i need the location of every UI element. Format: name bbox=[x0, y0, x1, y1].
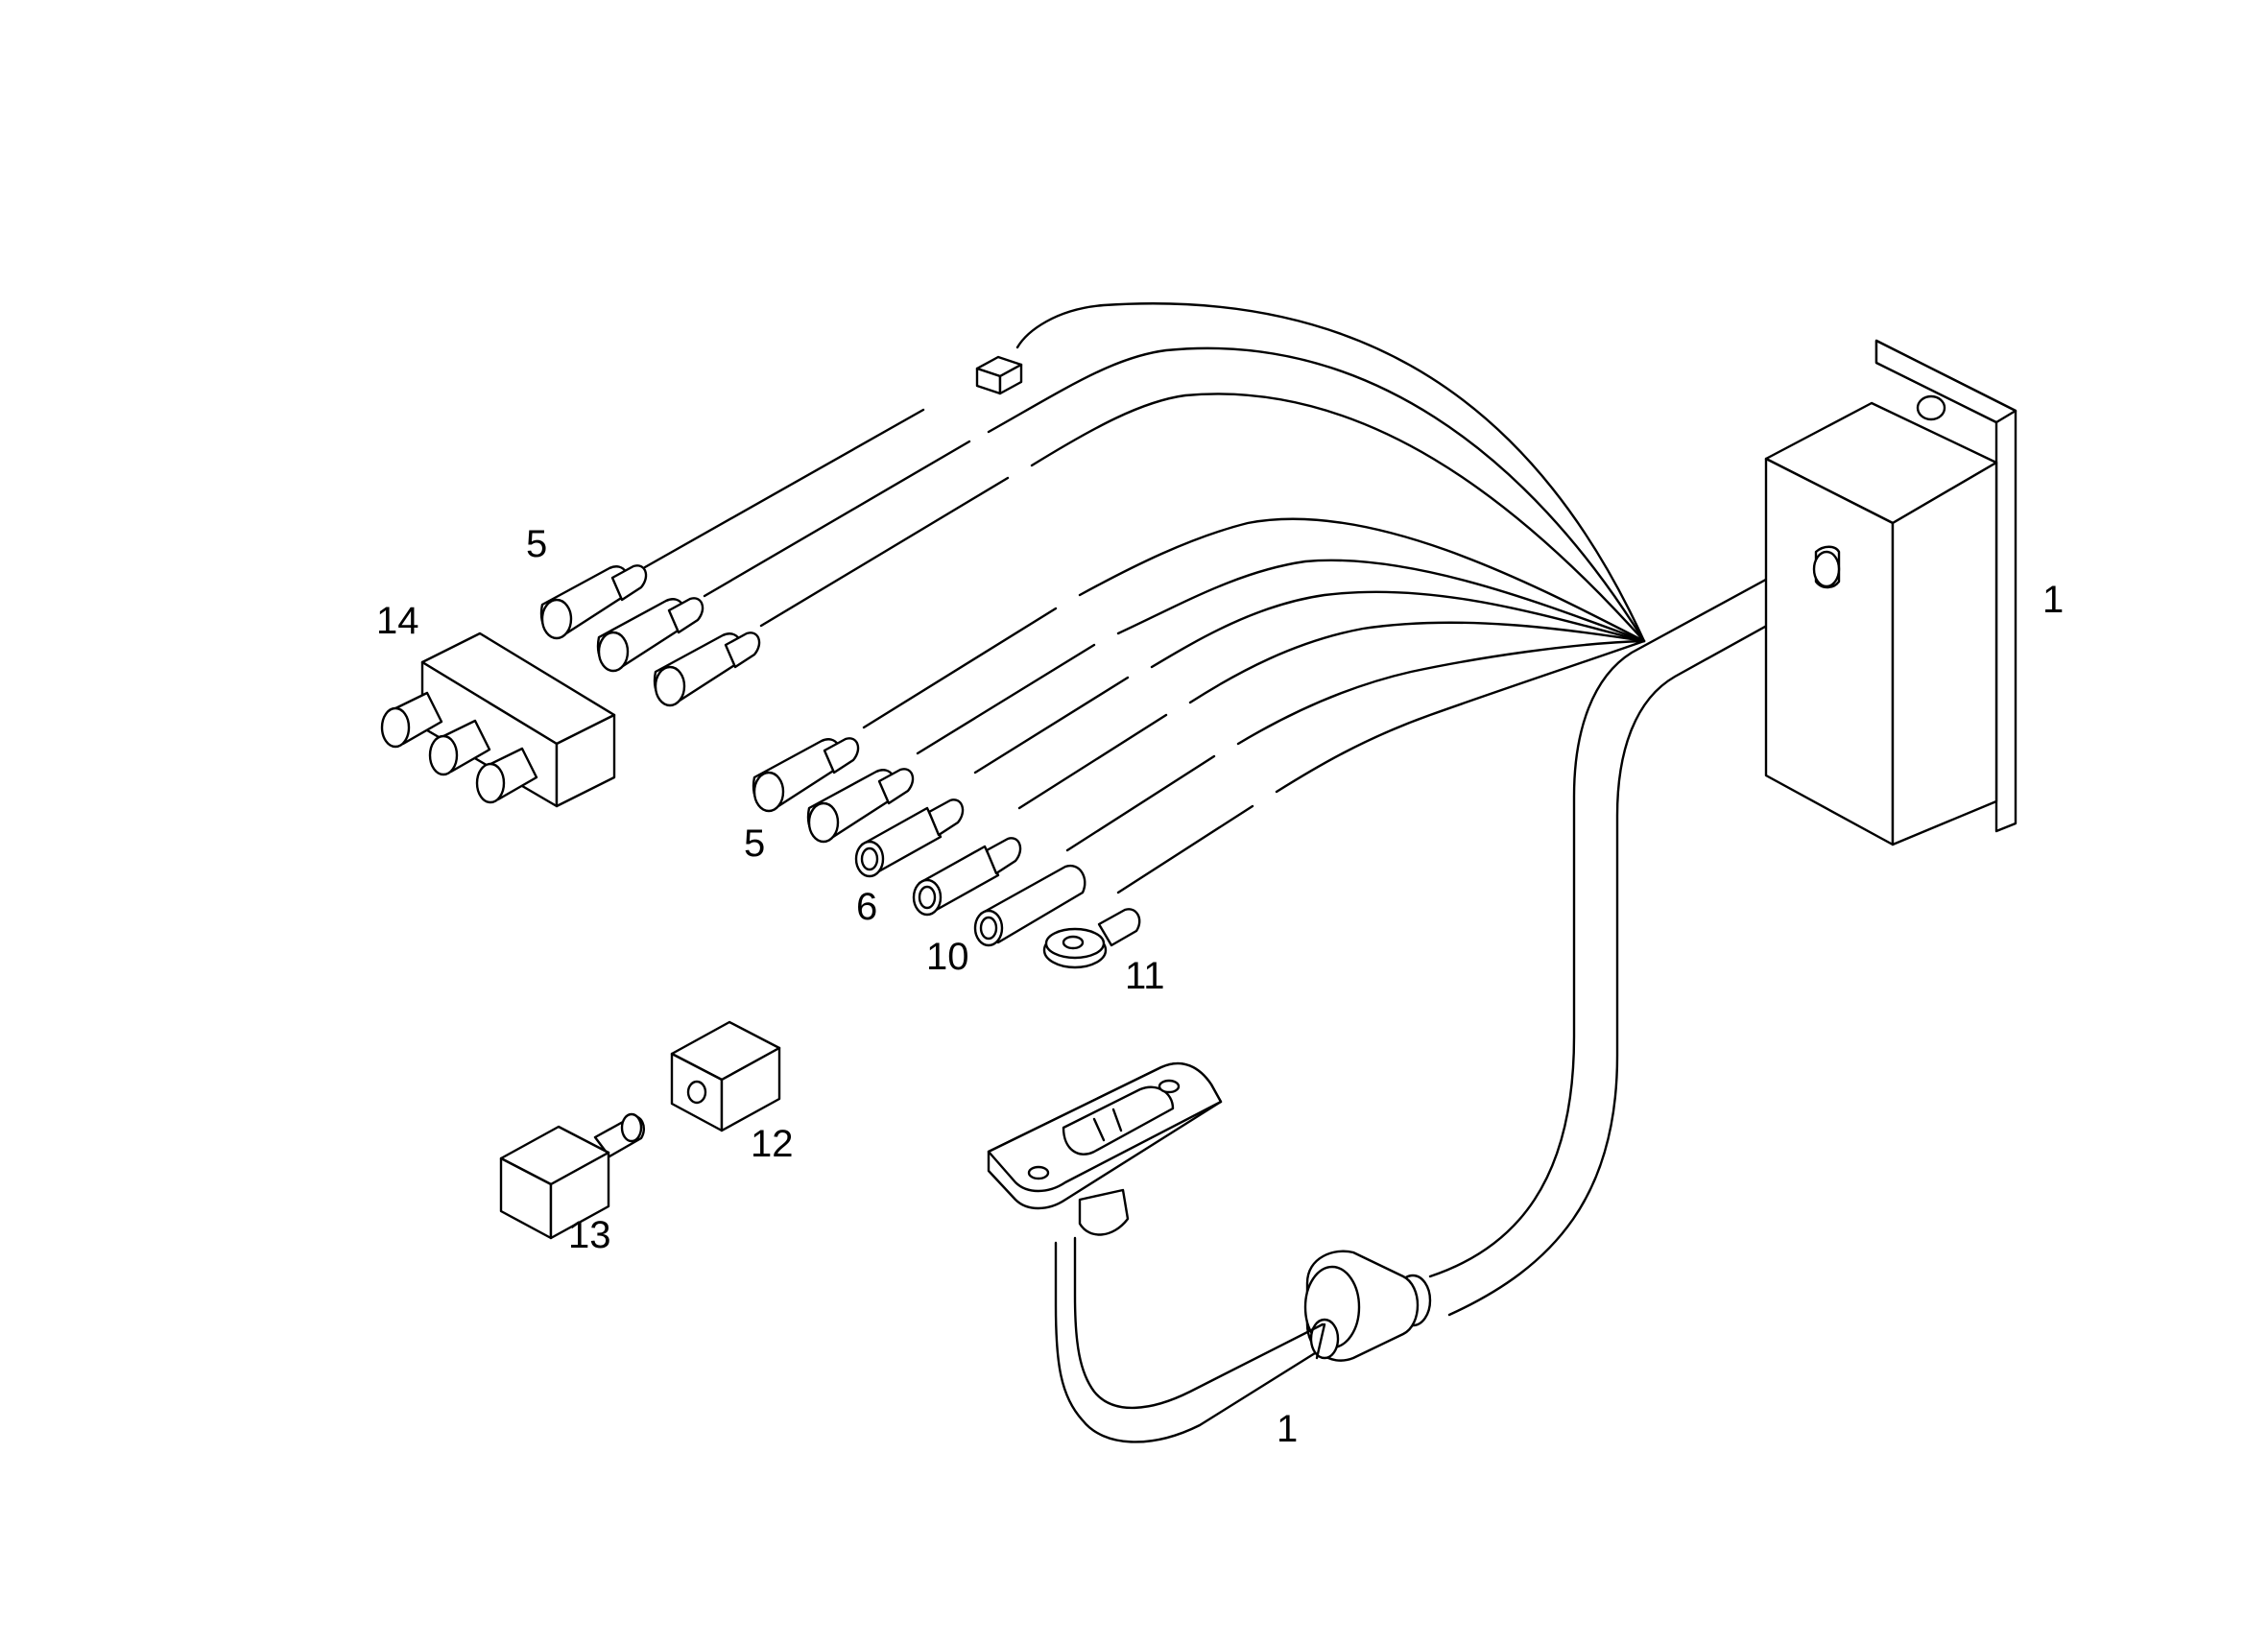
pin-top-3 bbox=[653, 631, 761, 707]
wire-6-end bbox=[973, 676, 1130, 774]
wire-3 bbox=[1030, 393, 1646, 643]
wire-7 bbox=[1188, 621, 1646, 704]
plug-13 bbox=[499, 1112, 645, 1240]
ferrite-bead bbox=[1303, 1250, 1432, 1362]
cable-upper bbox=[1428, 550, 1819, 1278]
cap-12 bbox=[670, 1020, 781, 1132]
housing bbox=[1764, 339, 2017, 846]
callout-plug-13: 13 bbox=[568, 1214, 611, 1256]
pin-mid-2 bbox=[806, 768, 915, 844]
pin-top-2 bbox=[596, 597, 704, 673]
callout-cable: 1 bbox=[1277, 1408, 1298, 1450]
connector-14-pin bbox=[428, 719, 491, 776]
wire-8-end bbox=[1065, 754, 1216, 852]
pin-mid-1 bbox=[752, 737, 860, 813]
wire-4 bbox=[1078, 517, 1646, 643]
wire-6 bbox=[1150, 590, 1646, 669]
socket-6-2 bbox=[912, 837, 1022, 917]
callout-housing: 1 bbox=[2042, 579, 2064, 621]
cable-assembly bbox=[987, 339, 2017, 1443]
wire-9-end bbox=[1116, 804, 1254, 894]
wire-7-end bbox=[1017, 713, 1168, 810]
callout-ring-11: 11 bbox=[1125, 955, 1165, 997]
wires bbox=[643, 302, 1646, 894]
inline-block bbox=[975, 355, 1023, 395]
wire-5 bbox=[1116, 559, 1646, 643]
cable-lower bbox=[1073, 1236, 1325, 1410]
callout-pin-5-mid: 5 bbox=[744, 822, 765, 865]
wire-2 bbox=[987, 346, 1646, 643]
callout-connector-14: 14 bbox=[376, 600, 419, 642]
connector-14-pin bbox=[380, 691, 443, 749]
wire-9 bbox=[1275, 639, 1646, 794]
socket-6-1 bbox=[854, 798, 965, 878]
cable-lower-2 bbox=[1054, 1241, 1317, 1443]
cable-upper-2 bbox=[1447, 585, 1838, 1317]
gauge-plate bbox=[987, 1061, 1223, 1236]
connector-14-pin bbox=[475, 747, 538, 804]
wire-8 bbox=[1236, 639, 1646, 746]
ring-11 bbox=[1042, 908, 1141, 969]
callout-cap-12: 12 bbox=[751, 1123, 794, 1165]
connector-14 bbox=[380, 631, 616, 808]
wire-2-end bbox=[703, 440, 971, 598]
wire-5-end bbox=[916, 643, 1096, 755]
wire-4-end bbox=[862, 607, 1058, 729]
wire-3-end bbox=[759, 476, 1010, 628]
wire-1 bbox=[1015, 302, 1646, 643]
callouts: 1 1 14 5 5 6 10 11 12 13 bbox=[376, 523, 2064, 1450]
callout-sleeve-10: 10 bbox=[926, 936, 969, 978]
sleeve-10 bbox=[973, 864, 1086, 947]
wire-1-end bbox=[643, 408, 925, 569]
pin-top-1 bbox=[539, 564, 648, 640]
callout-pin-5-top: 5 bbox=[526, 523, 547, 565]
callout-pin-6: 6 bbox=[856, 886, 877, 928]
